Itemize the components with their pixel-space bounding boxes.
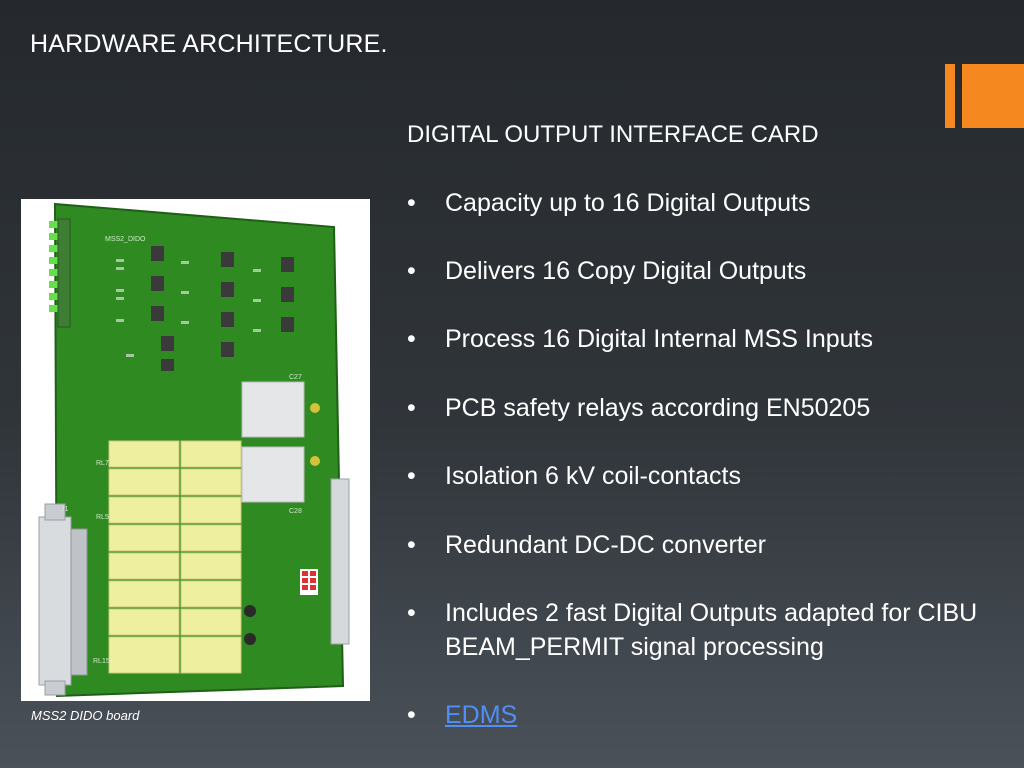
bullet-text: Redundant DC-DC converter — [445, 531, 766, 559]
bullet-item: • Delivers 16 Copy Digital Outputs — [407, 254, 1007, 288]
led-row — [49, 218, 71, 328]
bullet-item: • PCB safety relays according EN50205 — [407, 391, 1007, 425]
capacitor — [310, 456, 320, 466]
pcb-label: MSS2_DIDO — [105, 236, 146, 243]
pcb-label: RL5 — [96, 514, 109, 521]
component — [244, 605, 256, 617]
bullet-dot: • — [407, 701, 416, 729]
bullet-item[interactable]: • EDMS — [407, 698, 1007, 732]
dcdc-converter-2 — [241, 446, 305, 503]
left-connector — [38, 503, 88, 696]
pcb-illustration: MSS2_DIDO RL7 RL5 RL15 C27 C28 J1 — [38, 202, 350, 698]
bullet-text: Delivers 16 Copy Digital Outputs — [445, 257, 807, 285]
capacitor — [310, 403, 320, 413]
bullet-dot: • — [407, 325, 416, 353]
bullet-item: • Redundant DC-DC converter — [407, 528, 1007, 562]
pcb-label: C28 — [289, 508, 302, 515]
bullet-item: • Process 16 Digital Internal MSS Inputs — [407, 322, 1007, 356]
dip-switch — [300, 569, 318, 595]
right-connector — [330, 478, 350, 645]
accent-bar-wide — [962, 64, 1024, 128]
bullet-dot: • — [407, 189, 416, 217]
bullet-dot: • — [407, 257, 416, 285]
dcdc-converter-1 — [241, 381, 305, 438]
bullet-item: • Includes 2 fast Digital Outputs adapte… — [407, 596, 1007, 664]
accent-bar-thin — [945, 64, 955, 128]
bullet-text: Isolation 6 kV coil-contacts — [445, 462, 741, 490]
pcb-label: RL7 — [96, 460, 109, 467]
bullet-text: PCB safety relays according EN50205 — [445, 394, 871, 422]
bullet-text: Process 16 Digital Internal MSS Inputs — [445, 325, 873, 353]
pcb-label: RL15 — [93, 658, 110, 665]
bullet-text: Includes 2 fast Digital Outputs adapted … — [445, 599, 978, 661]
bullet-dot: • — [407, 599, 416, 627]
ic-chips — [151, 246, 294, 371]
bullet-text: Capacity up to 16 Digital Outputs — [445, 189, 811, 217]
edms-link[interactable]: EDMS — [445, 701, 518, 729]
bullet-item: • Isolation 6 kV coil-contacts — [407, 459, 1007, 493]
bullet-item: • Capacity up to 16 Digital Outputs — [407, 186, 1007, 220]
pcb-label: C27 — [289, 374, 302, 381]
bullet-dot: • — [407, 531, 416, 559]
card-heading: DIGITAL OUTPUT INTERFACE CARD — [407, 121, 819, 148]
component — [244, 633, 256, 645]
board-image: MSS2_DIDO RL7 RL5 RL15 C27 C28 J1 — [21, 199, 370, 701]
relay-bank — [108, 440, 242, 674]
image-caption: MSS2 DIDO board — [31, 708, 140, 723]
pcb-label: J1 — [61, 506, 69, 513]
bullet-dot: • — [407, 394, 416, 422]
passive-components — [116, 259, 261, 357]
slide-title: HARDWARE ARCHITECTURE. — [30, 30, 388, 58]
bullet-dot: • — [407, 462, 416, 490]
